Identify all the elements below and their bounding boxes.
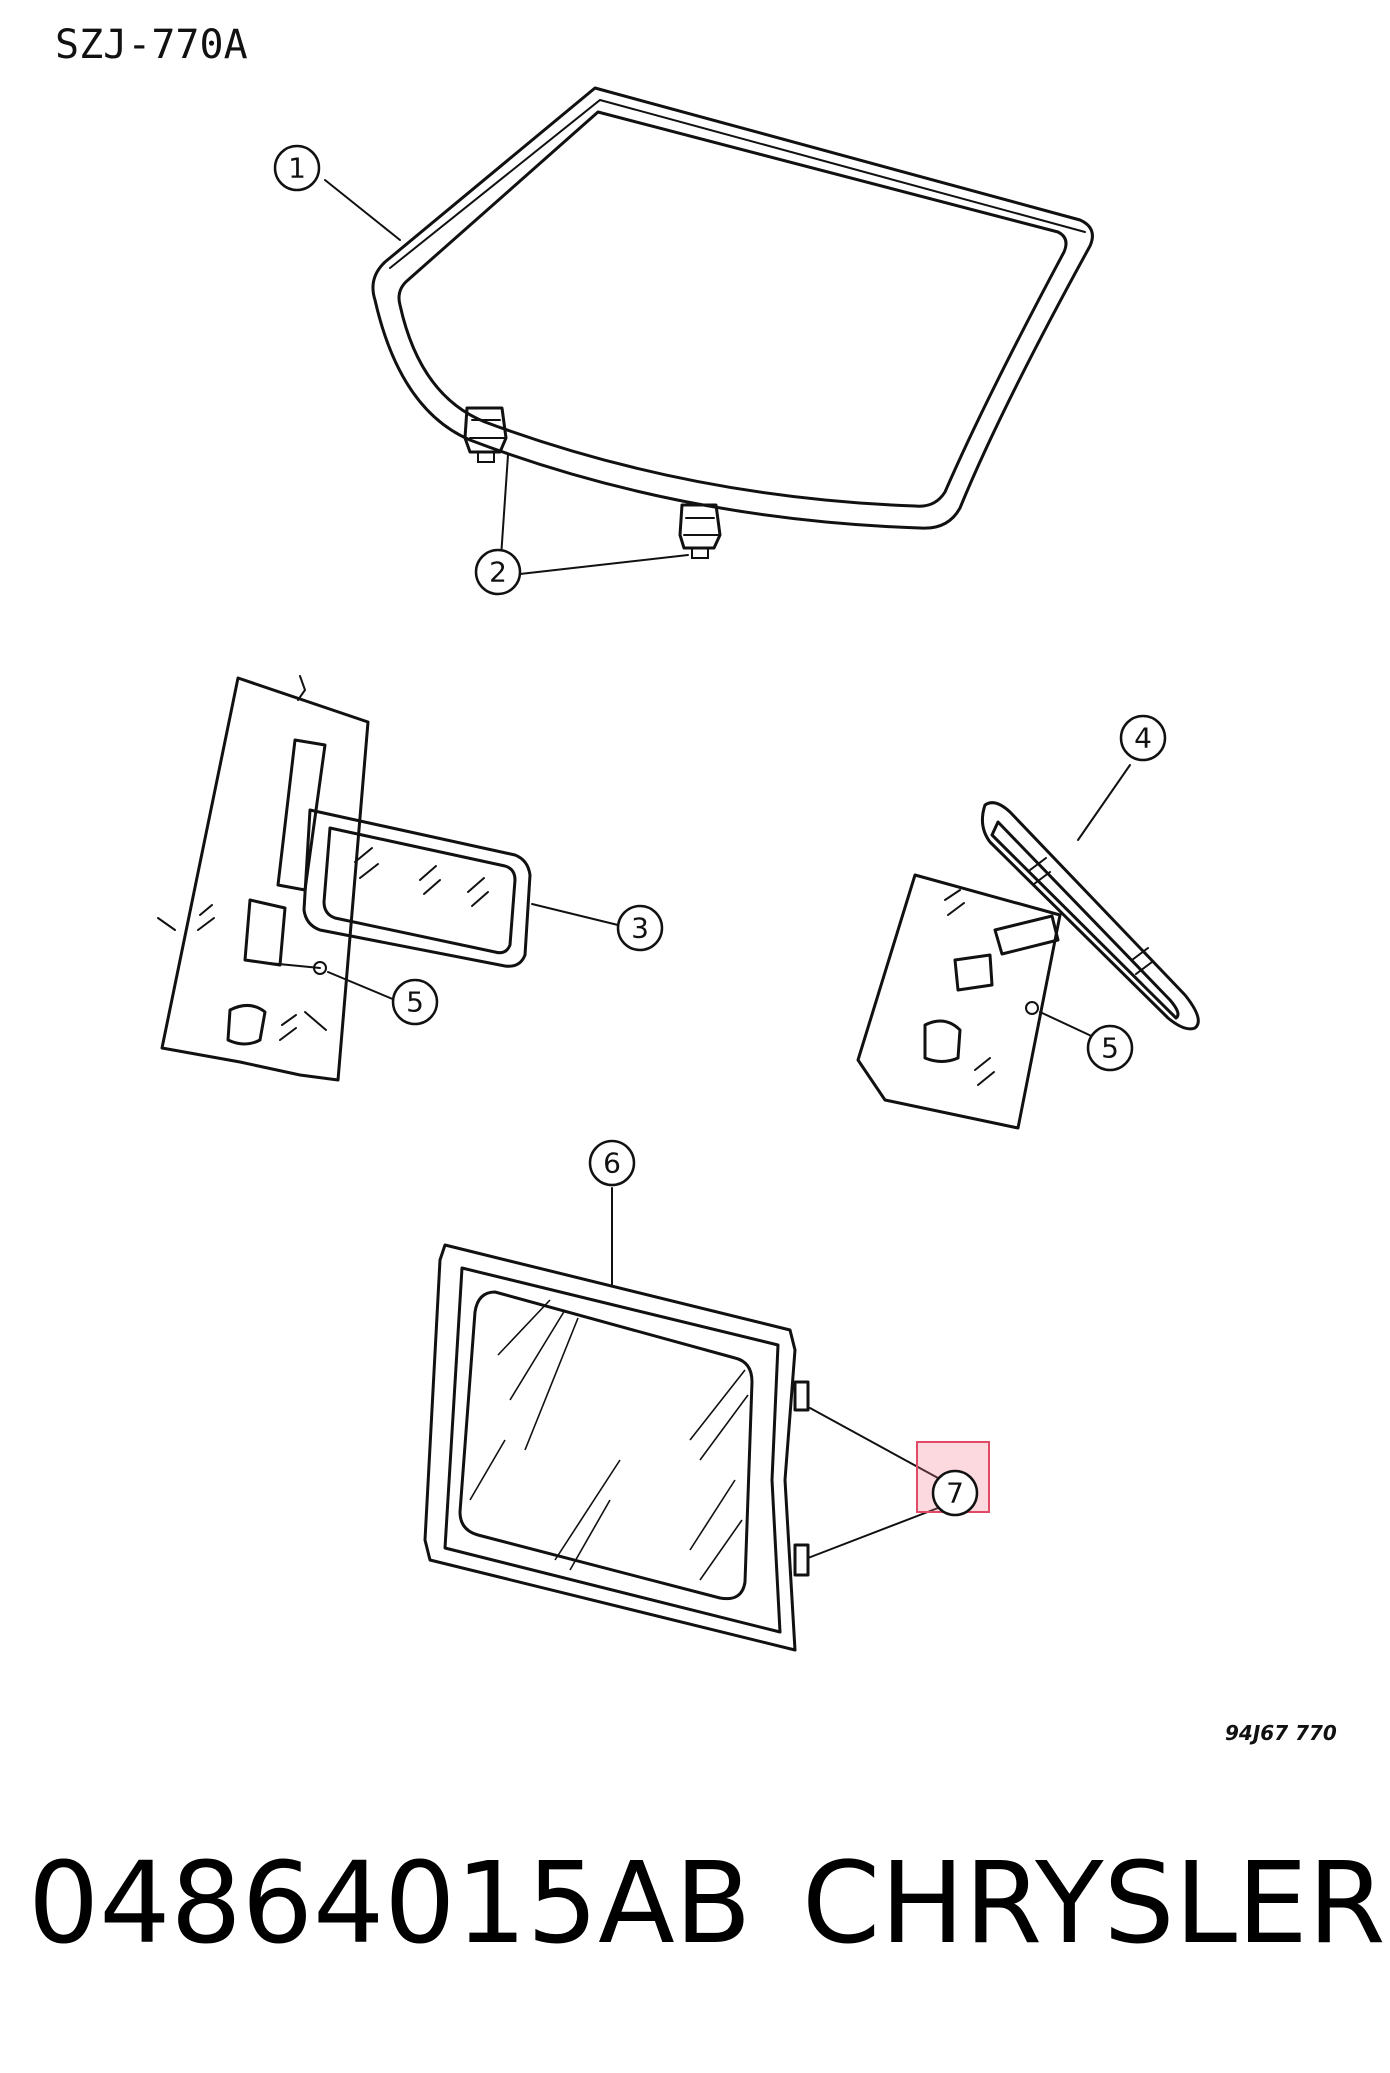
svg-text:6: 6: [603, 1147, 621, 1180]
svg-text:1: 1: [288, 152, 306, 185]
callout-4: 4: [1119, 714, 1167, 762]
mirror-assembly-left-drawing: [157, 675, 619, 1082]
svg-text:4: 4: [1134, 722, 1152, 755]
callout-1: 1: [273, 144, 321, 192]
svg-text:5: 5: [406, 986, 424, 1019]
callout-3: 3: [616, 904, 664, 952]
svg-text:3: 3: [631, 912, 649, 945]
callout-2: 2: [474, 548, 522, 596]
windshield-drawing: [324, 86, 1094, 530]
windshield-clips-drawing: [463, 406, 722, 575]
svg-text:7: 7: [946, 1477, 964, 1510]
side-window-drawing: [423, 1187, 939, 1652]
svg-text:5: 5: [1101, 1032, 1119, 1065]
part-number-caption: 04864015AB: [28, 1839, 752, 1969]
figure-code: 94J67 770: [1225, 1721, 1337, 1745]
brand-caption: CHRYSLER: [802, 1839, 1386, 1969]
svg-text:2: 2: [489, 556, 507, 589]
drawing-number: SZJ-770A: [55, 22, 248, 68]
callout-7: 7: [931, 1469, 979, 1517]
callout-5-left: 5: [391, 978, 439, 1026]
callout-5-right: 5: [1086, 1024, 1134, 1072]
mirror-assembly-right-drawing: [856, 764, 1200, 1130]
callout-6: 6: [588, 1139, 636, 1187]
